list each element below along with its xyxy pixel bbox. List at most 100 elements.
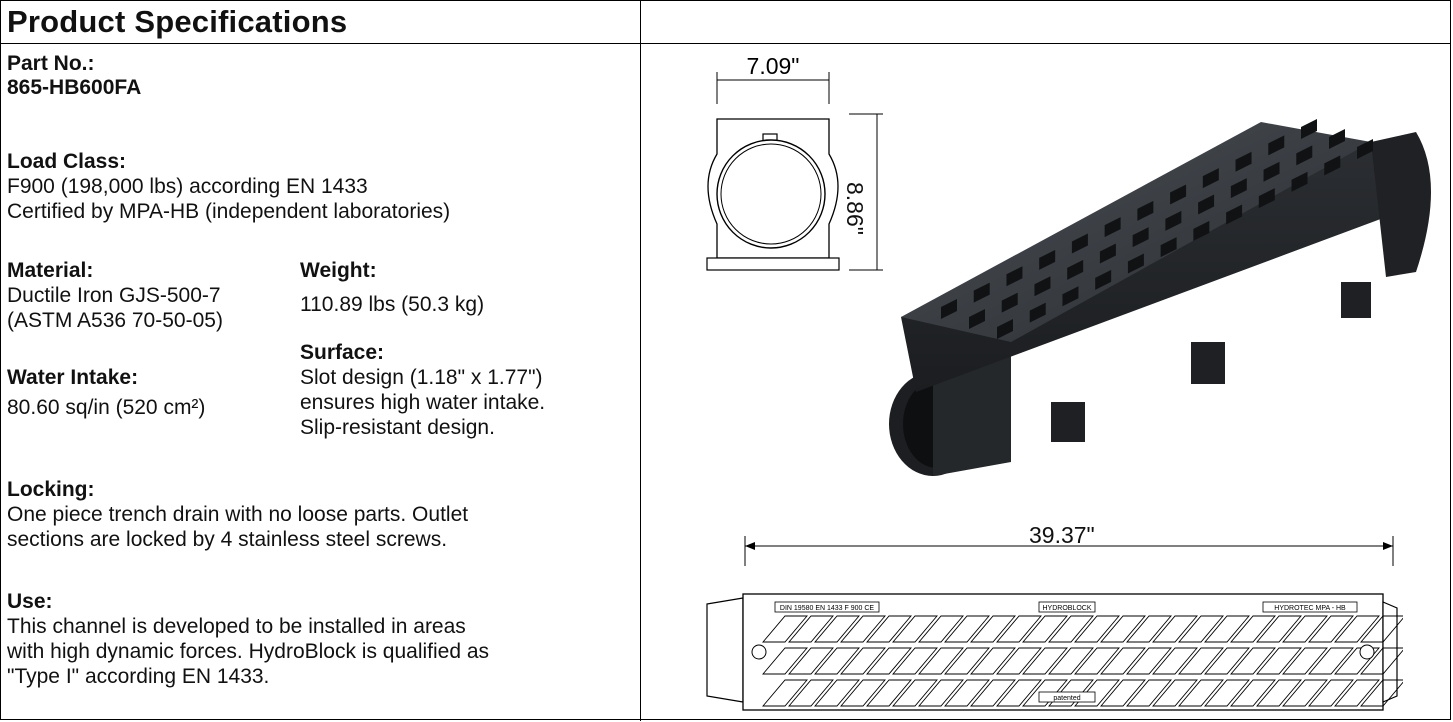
use-label: Use: xyxy=(7,590,53,613)
grate-cell xyxy=(1126,647,1172,675)
material-label: Material: xyxy=(7,259,94,282)
grate-slot xyxy=(1067,259,1084,280)
foot-1 xyxy=(1051,402,1085,442)
locking-line2: sections are locked by 4 stainless steel… xyxy=(7,528,448,551)
grate-cell xyxy=(1204,615,1250,643)
height-dimension-text: 8.86" xyxy=(842,182,868,235)
grate-slot xyxy=(969,309,985,329)
grate-cell xyxy=(814,615,860,643)
grate-cell xyxy=(1022,679,1068,707)
grate-slot xyxy=(1258,188,1275,209)
channel-grate-top xyxy=(901,122,1371,342)
top-view-outlet-right xyxy=(1382,601,1398,703)
grate-cell xyxy=(814,647,860,675)
grate-slot xyxy=(1165,210,1182,231)
grate-cell xyxy=(892,615,938,643)
grate-cell xyxy=(1100,615,1146,643)
weight-label: Weight: xyxy=(300,259,377,282)
grate-slot xyxy=(1034,276,1051,297)
grate-cell xyxy=(1334,647,1380,675)
grate-cell xyxy=(1256,647,1302,675)
width-dimension-text: 7.09" xyxy=(747,54,800,79)
surface-line1: Slot design (1.18" x 1.77") xyxy=(300,366,543,389)
use-line1: This channel is developed to be installe… xyxy=(7,615,466,638)
load-class-line1: F900 (198,000 lbs) according EN 1433 xyxy=(7,175,368,198)
grate-slot xyxy=(1301,119,1317,139)
use-block: Use: This channel is developed to be ins… xyxy=(7,590,489,689)
length-arrow-left xyxy=(745,542,755,550)
product-isometric-image xyxy=(889,119,1431,476)
grate-slot xyxy=(1235,151,1252,172)
part-no-block: Part No.: 865-HB600FA xyxy=(7,52,141,100)
grate-cell xyxy=(1152,679,1198,707)
grate-cell xyxy=(918,615,964,643)
grate-cell xyxy=(1282,615,1328,643)
grate-cell xyxy=(1230,679,1276,707)
grate-cell xyxy=(1256,615,1302,643)
grate-cell xyxy=(1204,679,1250,707)
grate-cell xyxy=(892,679,938,707)
end-view-base xyxy=(706,257,840,271)
grate-cell xyxy=(788,647,834,675)
water-intake-value: 80.60 sq/in (520 cm²) xyxy=(7,396,206,419)
use-line2: with high dynamic forces. HydroBlock is … xyxy=(7,640,490,663)
grate-cell xyxy=(1204,647,1250,675)
load-class-label: Load Class: xyxy=(7,150,127,173)
grate-cell xyxy=(1100,679,1146,707)
weight-block: Weight: 110.89 lbs (50.3 kg) xyxy=(300,259,484,317)
top-view-mark-center: HYDROBLOCK xyxy=(1042,605,1091,612)
outlet-pipe-right xyxy=(1371,132,1431,277)
grate-cell xyxy=(1126,615,1172,643)
top-view-mark-right: HYDROTEC MPA - HB xyxy=(1274,605,1346,612)
grate-slot xyxy=(1160,237,1177,258)
grate-cell xyxy=(1178,615,1224,643)
grate-cell xyxy=(1256,679,1302,707)
page-title: Product Specifications xyxy=(7,4,348,39)
specs-column: Part No.: 865-HB600FA Load Class: F900 (… xyxy=(1,44,641,721)
grate-slot xyxy=(1006,266,1023,287)
screw-right xyxy=(1359,644,1375,660)
grate-cell xyxy=(1360,647,1403,675)
grate-cell xyxy=(1230,647,1276,675)
part-no-value: 865-HB600FA xyxy=(7,76,142,99)
grate-slot xyxy=(997,319,1013,339)
use-line3: "Type I" according EN 1433. xyxy=(7,665,270,688)
grate-cell xyxy=(996,679,1042,707)
grate-slot xyxy=(1099,243,1116,264)
water-intake-block: Water Intake: 80.60 sq/in (520 cm²) xyxy=(7,366,205,420)
grate-cell xyxy=(1126,679,1172,707)
load-class-block: Load Class: F900 (198,000 lbs) according… xyxy=(7,150,450,224)
grate-slot xyxy=(1268,135,1285,156)
grate-slot xyxy=(1329,129,1345,149)
grate-cell xyxy=(1334,615,1380,643)
locking-block: Locking: One piece trench drain with no … xyxy=(7,478,468,552)
grate-slot xyxy=(1202,168,1219,189)
grate-cell xyxy=(840,615,886,643)
grate-cell xyxy=(1308,615,1354,643)
grate-cell xyxy=(1230,615,1276,643)
load-class-line2: Certified by MPA-HB (independent laborat… xyxy=(7,200,451,223)
length-dimension-text: 39.37" xyxy=(1029,522,1095,548)
grate-cell xyxy=(840,647,886,675)
grate-cell xyxy=(1178,679,1224,707)
grate-slot xyxy=(1127,253,1144,274)
grate-slot xyxy=(1132,227,1149,248)
grate-slots xyxy=(941,119,1373,339)
grate-cell xyxy=(866,615,912,643)
grate-cell xyxy=(1074,679,1120,707)
outlet-pipe-body xyxy=(933,352,1011,476)
grate-slot xyxy=(1137,200,1154,221)
surface-label: Surface: xyxy=(300,341,385,364)
grate-slot xyxy=(973,282,990,303)
grate-cell xyxy=(1048,615,1094,643)
surface-block: Surface: Slot design (1.18" x 1.77") ens… xyxy=(300,341,545,440)
grate-slot xyxy=(1198,194,1215,215)
mark-right-box xyxy=(1262,601,1358,613)
grate-cell xyxy=(1334,679,1380,707)
grate-cell xyxy=(1308,647,1354,675)
grate-slot xyxy=(1357,139,1373,159)
mark-center-box xyxy=(1038,601,1096,613)
end-view-pipe-inner xyxy=(720,143,822,245)
grate-cell xyxy=(814,679,860,707)
